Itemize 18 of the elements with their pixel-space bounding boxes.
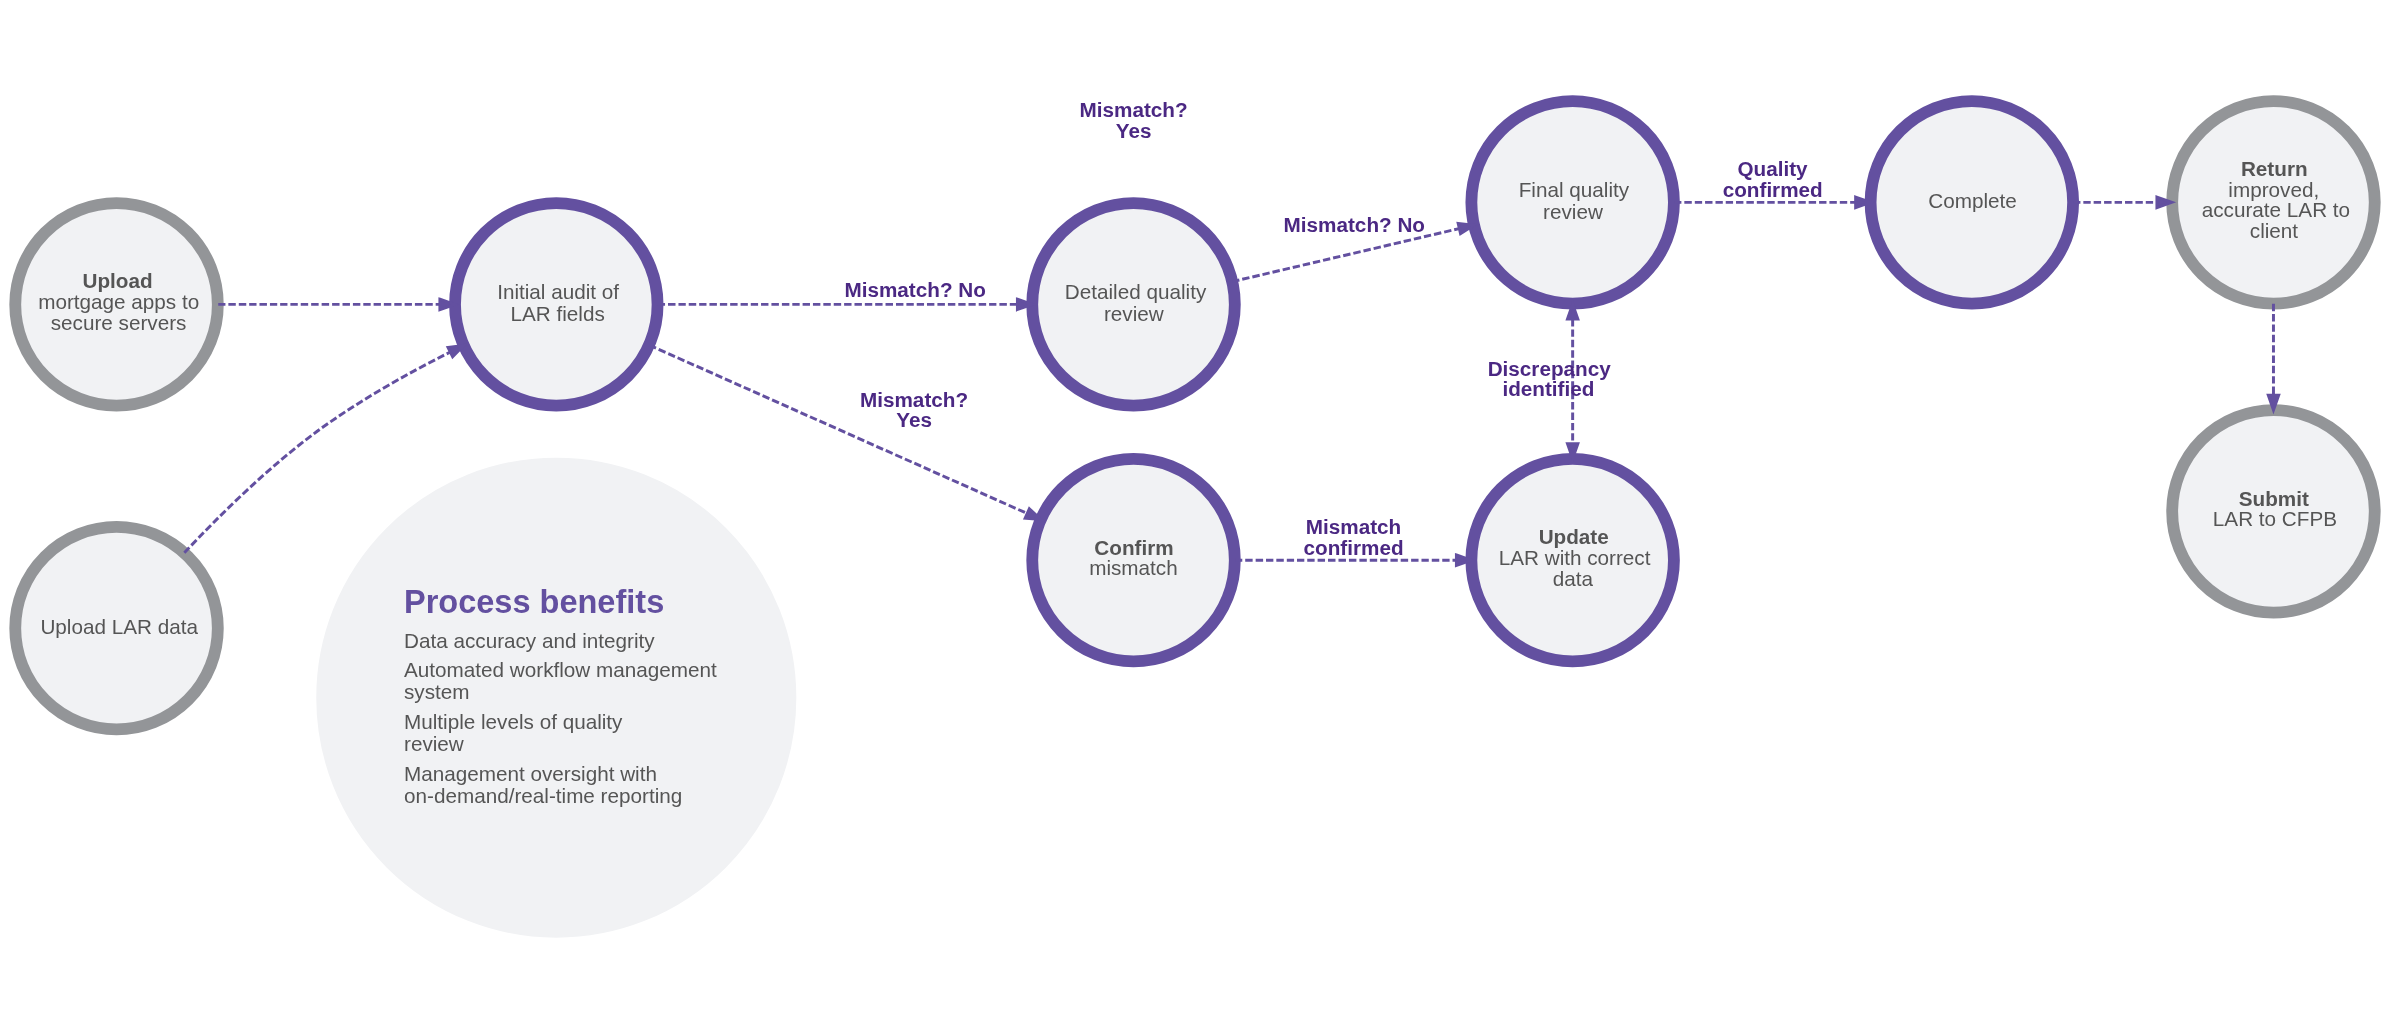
arrow (2266, 303, 2281, 414)
edge-label: Quality confirmed (1722, 156, 1823, 201)
edge-label: Mismatch? Yes (860, 387, 969, 431)
node-circle: Detailed quality review (1026, 196, 1241, 412)
label: Mismatch? Yes (1079, 97, 1188, 142)
node-circle: Confirm mismatch (1026, 452, 1241, 667)
edge-label: Discrepancy identified (1487, 356, 1611, 400)
node-circle: Submit LAR to CFPB (2166, 403, 2381, 619)
node-circle: Complete (1864, 94, 2080, 310)
node-circle: Return improved, accurate LAR to client (2166, 94, 2381, 310)
node-circle: Update LAR with correct data (1465, 452, 1680, 667)
node-circle: Initial audit of LAR fields (449, 196, 664, 412)
edge-label: Mismatch? No (844, 277, 986, 301)
node-circle: Upload mortgage apps to secure servers (9, 196, 224, 412)
edge-label: Mismatch? No (1283, 212, 1425, 236)
edge-label: Mismatch confirmed (1303, 514, 1404, 559)
node-circle: Upload LAR data (9, 520, 224, 735)
node-circle: Final quality review (1465, 94, 1680, 310)
